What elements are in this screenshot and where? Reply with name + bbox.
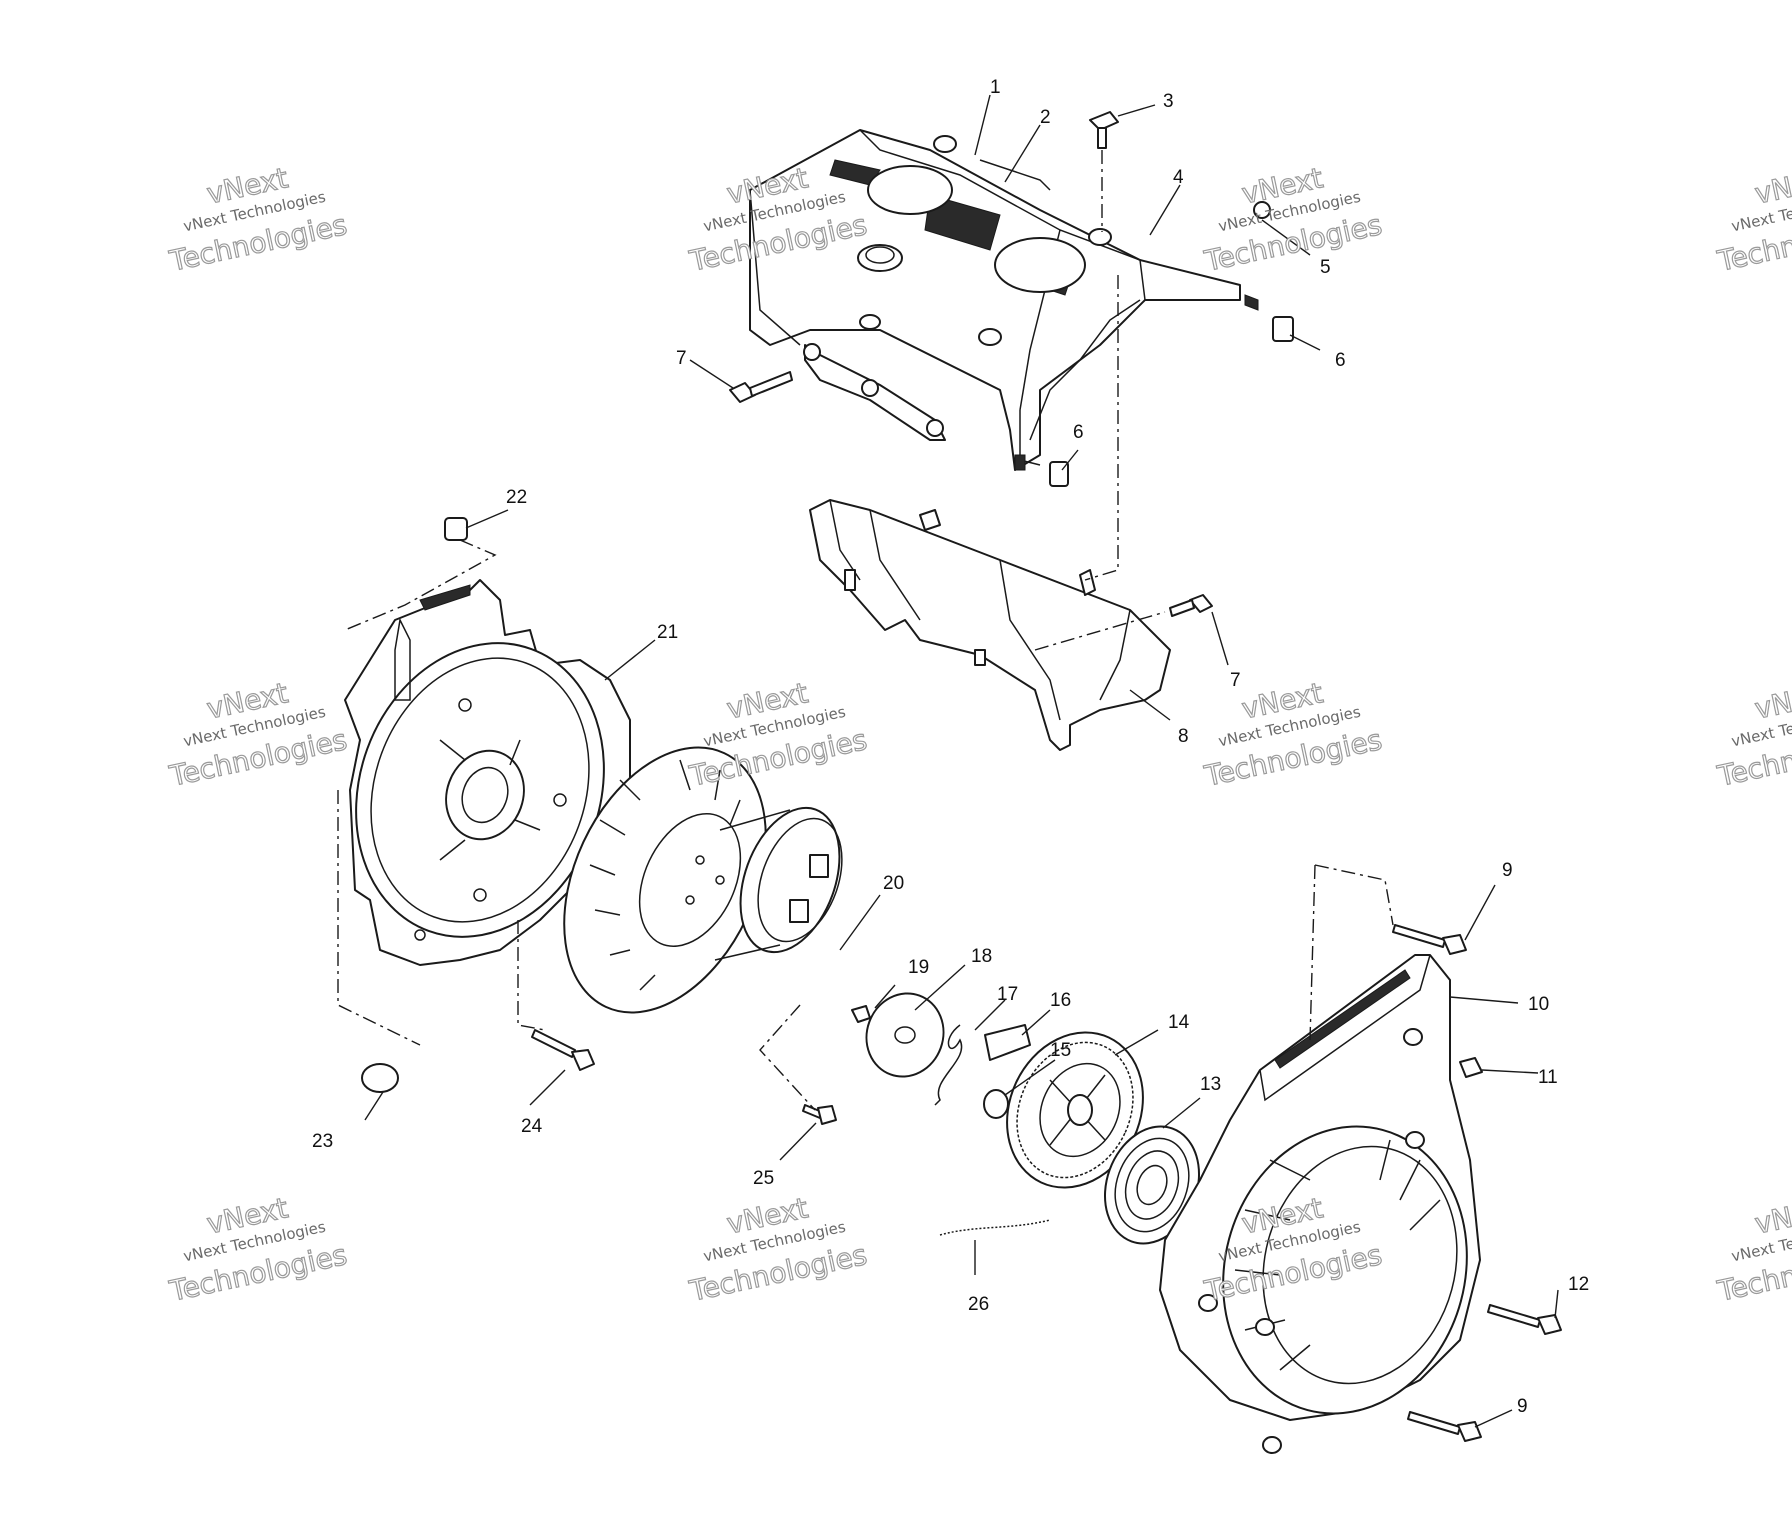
callout-23: 23 [312,1131,333,1152]
pawl-16 [984,1024,1031,1061]
callout-10: 10 [1528,994,1549,1015]
watermark-8: vNext vNext Technologies Technologies [1714,676,1792,794]
leader-lines [364,94,1559,1428]
bushing-part [444,517,468,541]
spring-17 [934,1024,963,1106]
rewind-pulley-14 [1006,1031,1144,1189]
nut-11 [1459,1057,1483,1078]
callout-9-lower: 9 [1517,1396,1528,1417]
callout-21: 21 [657,622,678,643]
callout-16: 16 [1050,990,1071,1011]
watermark-5: vNext vNext Technologies Technologies [166,676,351,794]
fan-housing-backplate [344,579,631,966]
callout-15: 15 [1050,1040,1071,1061]
bolt-9b [1407,1411,1482,1442]
watermark-9: vNext vNext Technologies Technologies [166,1191,351,1309]
watermark-7: vNext vNext Technologies Technologies [1201,676,1386,794]
washer-plate-18 [865,992,945,1078]
nut-19 [851,1005,871,1023]
callout-2: 2 [1040,107,1051,128]
callout-3: 3 [1163,91,1174,112]
air-duct-part [809,499,1171,751]
callout-9-upper: 9 [1502,860,1513,881]
clip-6a [1272,316,1294,342]
callout-labels: 1 2 3 4 5 6 6 7 7 8 9 9 10 11 12 14 15 1… [312,77,1589,1417]
watermark-10: vNext vNext Technologies Technologies [686,1191,871,1309]
bolt-9a [1392,924,1467,955]
svg-text:vNext: vNext [1752,161,1792,210]
callout-11: 11 [1538,1067,1558,1088]
watermark-4: vNext vNext Technologies Technologies [1714,161,1792,279]
recoil-starter-housing [1159,954,1481,1454]
callout-7-right: 7 [1230,670,1241,691]
callout-18: 18 [971,946,992,967]
watermark-12: vNext vNext Technologies Technologies [1714,1191,1792,1309]
ring-15 [983,1089,1009,1119]
callout-24: 24 [521,1116,543,1137]
callout-1: 1 [990,77,1001,98]
callout-7-left: 7 [676,348,687,369]
assembly-centerlines [337,150,1394,1111]
watermark-6: vNext vNext Technologies Technologies [686,676,871,794]
callout-20: 20 [883,873,904,894]
callout-19: 19 [908,957,929,978]
starter-rope-26 [939,1219,1051,1236]
bolt-25 [802,1104,837,1125]
bolt-3 [1089,111,1119,149]
callout-6-lower: 6 [1073,422,1084,443]
o-ring-part [361,1063,399,1093]
nut-5 [1253,201,1271,219]
bolt-12 [1487,1304,1562,1335]
callout-14: 14 [1168,1012,1190,1033]
svg-text:vNext: vNext [1752,1191,1792,1240]
watermark-2: vNext vNext Technologies Technologies [686,161,871,279]
callout-13: 13 [1200,1074,1221,1095]
callout-25: 25 [753,1168,774,1189]
callout-26: 26 [968,1294,989,1315]
callout-17: 17 [997,984,1018,1005]
callout-6-right: 6 [1335,350,1346,371]
svg-text:vNext: vNext [1752,676,1792,725]
bolt-24 [531,1029,595,1071]
callout-12: 12 [1568,1274,1589,1295]
callout-4: 4 [1173,167,1184,188]
callout-8: 8 [1178,726,1189,747]
bolt-7b [1169,594,1213,617]
cooling-fan-wheel [563,746,843,1014]
recoil-spring-13 [1103,1125,1201,1245]
engine-cover-part [749,129,1259,471]
callout-5: 5 [1320,257,1331,278]
callout-22: 22 [506,487,527,508]
bolt-7a [729,371,793,403]
watermark-1: vNext vNext Technologies Technologies [166,161,351,279]
watermark-3: vNext vNext Technologies Technologies [1201,161,1386,279]
